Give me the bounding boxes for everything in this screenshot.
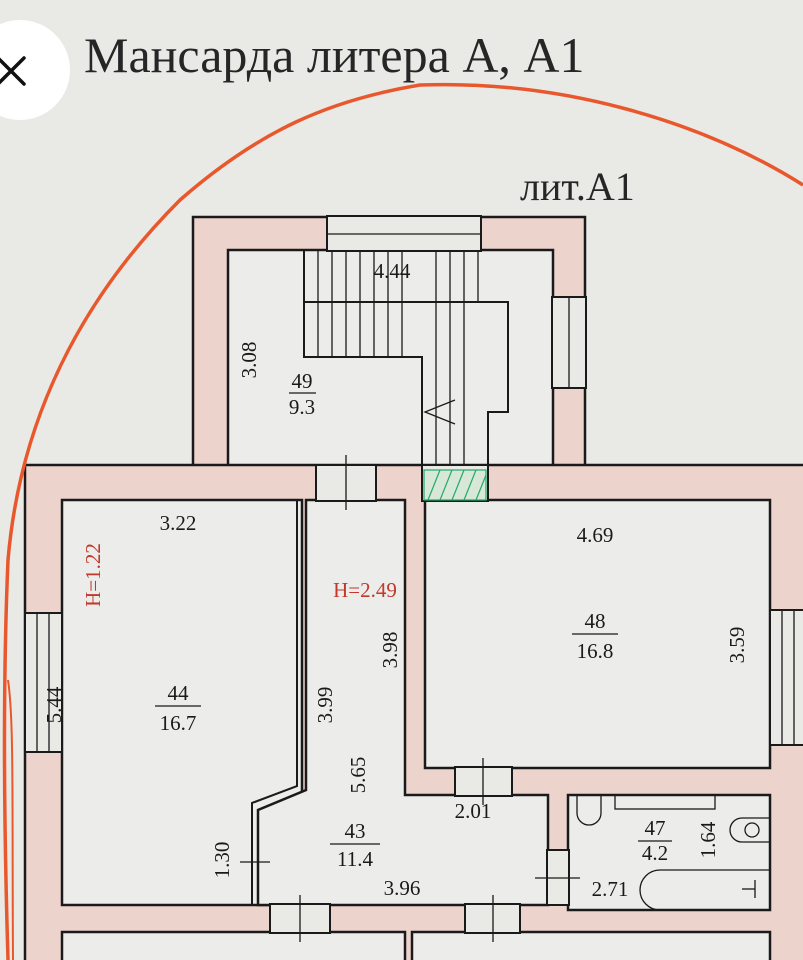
dim-label: 3.08 — [237, 342, 261, 379]
room-area: 16.8 — [577, 639, 614, 663]
highlight-outline — [2, 82, 803, 960]
ceiling-height-label: H=2.49 — [333, 578, 397, 602]
room-number: 49 — [292, 369, 313, 393]
close-icon — [0, 56, 26, 86]
room-area: 9.3 — [289, 395, 315, 419]
room-47 — [566, 793, 772, 912]
sink-counter — [614, 794, 716, 810]
dim-label: 1.64 — [696, 821, 720, 858]
window — [24, 612, 63, 753]
room-area: 16.7 — [160, 711, 197, 735]
dim-label: 5.65 — [346, 757, 370, 794]
toilet-icon — [729, 817, 770, 843]
room-area: 11.4 — [337, 847, 373, 871]
room-area: 4.2 — [642, 841, 668, 865]
dim-label: 4.69 — [577, 523, 614, 547]
stair-block — [191, 215, 587, 469]
dim-label: 3.96 — [384, 876, 421, 900]
main-block — [23, 455, 803, 960]
stair-arrow-icon — [423, 399, 456, 425]
staircase — [303, 250, 509, 467]
dim-label: 4.44 — [374, 259, 411, 283]
ceiling-height-label: H=1.22 — [81, 543, 105, 607]
window — [769, 609, 803, 746]
dim-label: 2.71 — [592, 877, 629, 901]
dim-label: 3.59 — [725, 627, 749, 664]
dim-label: 1.30 — [210, 842, 234, 879]
hatch — [423, 469, 487, 501]
dim-label: 5.44 — [42, 686, 66, 723]
bathtub-icon — [639, 869, 770, 911]
room-number: 48 — [585, 609, 606, 633]
plan-title: Мансарда литера А, А1 — [84, 27, 585, 83]
dim-label: 2.01 — [455, 799, 492, 823]
room-number: 47 — [645, 816, 666, 840]
washbasin-icon — [576, 795, 602, 826]
dim-label: 3.99 — [313, 687, 337, 724]
plan-subtitle: лит.А1 — [520, 164, 635, 209]
dim-label: 3.98 — [378, 632, 402, 669]
dim-label: 3.22 — [160, 511, 197, 535]
room-number: 43 — [345, 819, 366, 843]
room-number: 44 — [168, 681, 190, 705]
